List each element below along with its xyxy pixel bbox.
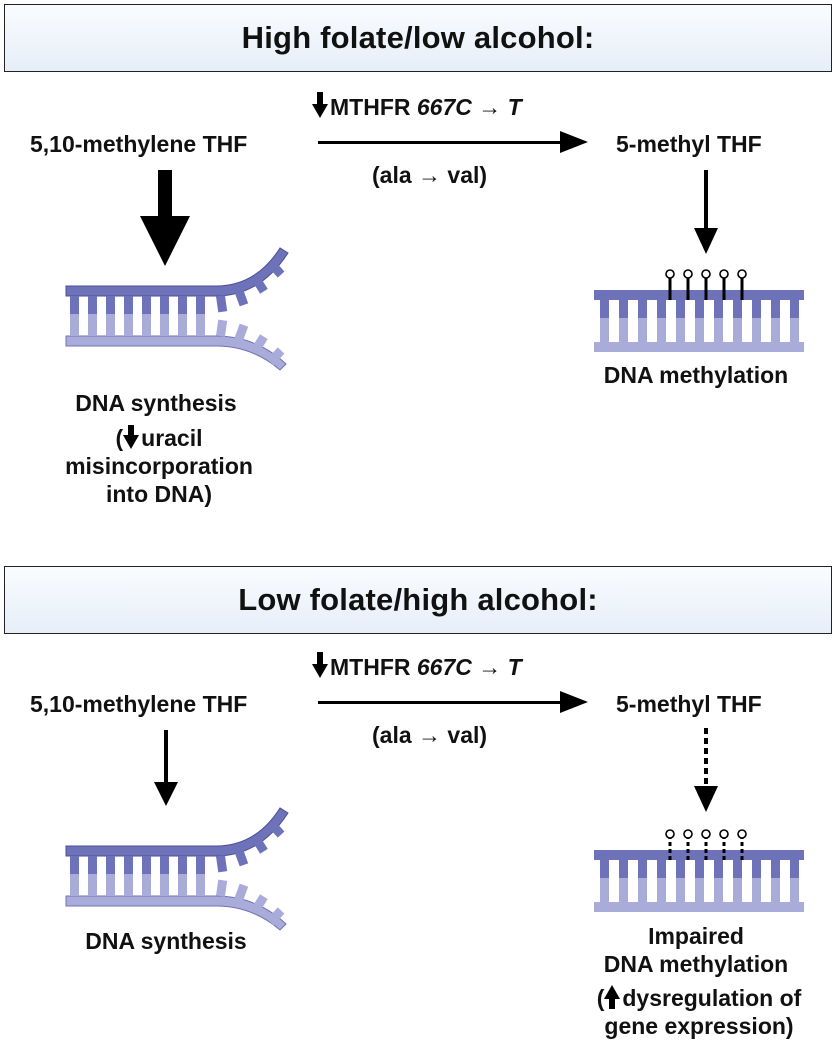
panel-2-synthesis-arrow (154, 730, 178, 806)
panel-2-substrate: 5,10-methylene THF (30, 691, 248, 717)
panel-1-enzyme-name: MTHFR (330, 94, 417, 120)
panel-1-dna-synthesis-label: DNA synthesis (75, 390, 237, 416)
panel-1-reaction-arrowhead (560, 131, 588, 153)
panel-2-title-banner: Low folate/high alcohol: (4, 566, 832, 634)
panel-2-enzyme-label: MTHFR 667C → T (312, 652, 522, 681)
panel-1-title-banner: High folate/low alcohol: (4, 4, 832, 72)
down-arrow-icon (123, 425, 140, 449)
panel-1-substitution: (ala → val) (372, 162, 488, 188)
panel-1-replication-fork-dna (65, 247, 289, 371)
panel-1-reaction-arrow-shaft (318, 141, 562, 144)
panel-1-methylation-arrow (694, 170, 718, 254)
panel-1-title: High folate/low alcohol: (241, 20, 595, 55)
down-arrow-icon (312, 92, 328, 118)
panel-2-impaired-methylation-label: Impaired DNA methylation (603, 923, 789, 977)
panel-1-dna-methylation-label: DNA methylation (603, 362, 789, 388)
panel-2-dna-synthesis-label: DNA synthesis (85, 928, 247, 954)
panel-1-enzyme-variant: 667C → T (416, 94, 522, 120)
panel-1-product: 5-methyl THF (616, 131, 762, 157)
panel-2-enzyme-variant: 667C → T (416, 654, 522, 680)
panel-2-product: 5-methyl THF (616, 691, 762, 717)
panel-2-dysregulation-note: (dysregulation of gene expression) (596, 985, 802, 1039)
panel-1-methylated-dna (594, 269, 804, 352)
panel-1-enzyme-label: MTHFR 667C → T (312, 92, 522, 121)
panel-1-uracil-note: (uracil misincorporation into DNA) (65, 425, 253, 507)
down-arrow-icon (312, 652, 328, 678)
panel-1-substrate: 5,10-methylene THF (30, 131, 248, 157)
panel-2-replication-fork-dna (65, 807, 289, 931)
panel-1-thick-down-arrow (140, 170, 190, 266)
panel-2-reaction-arrow-shaft (318, 701, 562, 704)
panel-2-substitution: (ala → val) (372, 722, 488, 748)
panel-2-impaired-methylated-dna (594, 829, 804, 912)
panel-2-title: Low folate/high alcohol: (238, 582, 598, 617)
up-arrow-icon (604, 985, 621, 1009)
panel-2-enzyme-name: MTHFR (330, 654, 417, 680)
panel-2-dotted-methylation-arrow (694, 728, 718, 812)
panel-2-reaction-arrowhead (560, 691, 588, 713)
